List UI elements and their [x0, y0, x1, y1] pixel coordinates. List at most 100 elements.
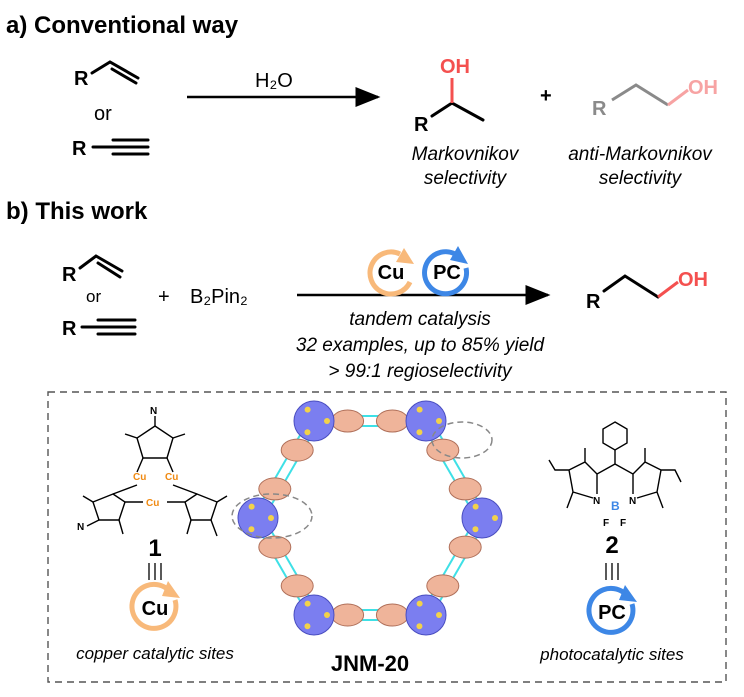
framework-cu-atom: [472, 526, 479, 533]
framework-cu-atom: [268, 515, 274, 521]
jnm-20-label: JNM-20: [331, 651, 409, 676]
n-atom: N: [629, 496, 636, 507]
compound-1-structure: N Cu Cu Cu N: [77, 406, 228, 537]
alkene-reactant: R: [62, 254, 124, 286]
reagent-label: B₂Pin₂: [190, 286, 248, 308]
compound-2-number: 2: [605, 532, 618, 559]
zoom-callout: [231, 493, 313, 539]
jnm-20-framework-image: [237, 400, 503, 636]
reagent-label: H₂O: [255, 70, 293, 92]
framework-cu-atom: [304, 600, 311, 607]
r-group: R: [586, 291, 601, 313]
r-group: R: [592, 98, 607, 120]
markovnikov-label: Markovnikov: [412, 144, 520, 165]
equivalence-symbol: [605, 563, 619, 580]
alkyne-reactant: R: [62, 318, 137, 340]
framework-bodipy-unit: [331, 603, 365, 627]
section-a-title: a) Conventional way: [6, 12, 239, 39]
cu-atom: Cu: [165, 472, 178, 483]
alkyne-reactant: R: [72, 138, 150, 160]
cu-atom: Cu: [133, 472, 146, 483]
condition-regioselectivity: > 99:1 regioselectivity: [328, 361, 513, 382]
framework-cu-atom: [416, 429, 423, 436]
framework-cu-atom: [248, 503, 255, 510]
framework-bodipy-unit: [426, 574, 460, 598]
framework-bodipy-unit: [448, 477, 482, 501]
framework-cu-atom: [304, 623, 311, 630]
plus-sign: +: [540, 85, 552, 107]
pc-cycle-icon: PC: [586, 585, 637, 635]
structure-panel: [47, 391, 727, 683]
or-label: or: [94, 103, 112, 125]
fluorine-atom: F: [620, 518, 626, 529]
framework-bodipy-unit: [331, 409, 365, 433]
r-group: R: [414, 114, 429, 136]
boron-atom: B: [611, 499, 620, 513]
equivalence-symbol: [148, 563, 162, 580]
selectivity-label: selectivity: [424, 168, 508, 189]
framework-bodipy-unit: [280, 438, 314, 462]
section-b-title: b) This work: [6, 198, 148, 225]
pc-label: PC: [598, 602, 626, 624]
cu-cycle-icon: Cu: [129, 581, 180, 631]
pc-label: PC: [433, 262, 461, 284]
fluorine-atom: F: [603, 518, 609, 529]
or-label: or: [86, 287, 101, 306]
hydroxyl-label: OH: [688, 77, 718, 99]
condition-tandem: tandem catalysis: [349, 309, 491, 330]
framework-cu-atom: [304, 406, 311, 413]
pc-catalyst-cycle-icon: PC: [422, 246, 470, 297]
cu-label: Cu: [378, 262, 405, 284]
framework-cu-atom: [304, 429, 311, 436]
r-group: R: [62, 264, 77, 286]
alkene-reactant: R: [74, 60, 140, 90]
r-group: R: [74, 68, 89, 90]
n-atom: N: [593, 496, 600, 507]
framework-bodipy-unit: [375, 603, 409, 627]
framework-bodipy-unit: [258, 535, 292, 559]
hydroxyl-label: OH: [678, 269, 708, 291]
framework-bodipy-unit: [258, 477, 292, 501]
anti-markovnikov-label: anti-Markovnikov: [568, 144, 713, 165]
r-group: R: [62, 318, 77, 340]
n-atom: N: [77, 522, 84, 533]
linear-alcohol-product: R OH: [586, 269, 708, 313]
cu-atom: Cu: [146, 498, 159, 509]
framework-cu-atom: [472, 503, 479, 510]
n-atom: N: [150, 406, 157, 417]
cu-label: Cu: [142, 598, 169, 620]
selectivity-label: selectivity: [599, 168, 683, 189]
anti-markovnikov-product: R OH: [592, 77, 718, 120]
framework-cu-atom: [324, 418, 330, 425]
photocatalytic-sites-caption: photocatalytic sites: [539, 645, 684, 664]
framework-bodipy-unit: [375, 409, 409, 433]
framework-cu-atom: [416, 623, 423, 630]
framework-cu-atom: [492, 515, 498, 521]
framework-bodipy-unit: [426, 438, 460, 462]
framework-cu-cluster: [461, 497, 503, 539]
copper-sites-caption: copper catalytic sites: [76, 644, 234, 663]
hydroxyl-label: OH: [440, 56, 470, 78]
framework-cu-atom: [436, 611, 442, 618]
framework-cu-cluster: [293, 400, 335, 442]
framework-cu-atom: [416, 406, 423, 413]
compound-2-structure: N N B F F: [548, 421, 682, 529]
cu-catalyst-cycle-icon: Cu: [367, 248, 414, 297]
plus-sign: +: [158, 286, 170, 308]
framework-cu-atom: [248, 526, 255, 533]
r-group: R: [72, 138, 87, 160]
framework-cu-atom: [416, 600, 423, 607]
framework-bodipy-unit: [448, 535, 482, 559]
compound-1-number: 1: [148, 535, 161, 562]
markovnikov-product: R OH: [414, 56, 485, 136]
framework-cu-cluster: [293, 594, 335, 636]
zoom-callout: [431, 421, 493, 459]
framework-bodipy-unit: [280, 574, 314, 598]
framework-cu-cluster: [405, 594, 447, 636]
condition-examples: 32 examples, up to 85% yield: [296, 335, 546, 356]
framework-cu-cluster: [405, 400, 447, 442]
framework-cu-atom: [324, 611, 330, 618]
framework-cu-atom: [436, 418, 442, 425]
framework-cu-cluster: [237, 497, 279, 539]
